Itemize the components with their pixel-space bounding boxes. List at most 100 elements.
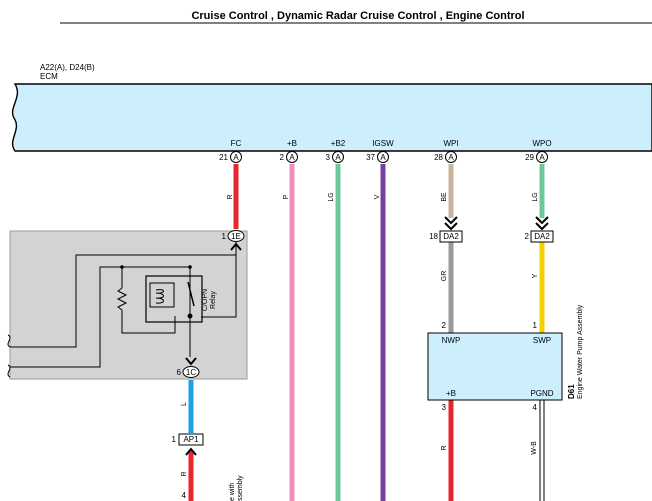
pin-circle-wpo <box>536 151 548 163</box>
relay-box <box>9 230 248 380</box>
wire-label-wpo: LG <box>532 192 539 201</box>
relay-contact-dot <box>187 313 193 319</box>
da2-connector-right: 2 DA2 <box>525 216 554 243</box>
resistor-icon <box>116 287 128 311</box>
da2-right-box <box>530 230 554 243</box>
pin-circle-igsw <box>377 151 389 163</box>
pump-id: D61 <box>567 384 576 399</box>
wires <box>188 164 545 501</box>
pump-pin-swp: 1 <box>533 321 538 330</box>
wire-label-pump-b: R <box>441 445 448 450</box>
relay-pin-top-num: 1 <box>222 232 227 241</box>
relay-pin-bottom-num: 6 <box>177 368 182 377</box>
relay-pin-bottom-conn: 1C <box>186 368 196 377</box>
pump-term-b: +B <box>446 389 456 398</box>
pin-signal-b: +B <box>287 139 297 148</box>
pin-circle-fc <box>230 151 242 163</box>
junction-dot-left <box>120 265 124 269</box>
pump-box <box>427 332 563 401</box>
relay-pin-top: 1 1E <box>222 230 245 251</box>
relay-pin-bottom: 6 1C <box>177 357 200 378</box>
pin-num-b2: 3 <box>326 153 331 162</box>
pump-term-swp: SWP <box>533 336 551 345</box>
pin-circle-wpi <box>445 151 457 163</box>
pin-conn-b2: A <box>335 153 341 162</box>
wire-label-l: L <box>181 402 188 406</box>
relay-label-1: C/OPN <box>202 289 209 311</box>
relay-body <box>145 275 203 323</box>
wire-labels: R P LG V BE LG GR Y R W-B L R <box>181 192 539 477</box>
pin-num-wpi: 28 <box>434 153 443 162</box>
relay-switch <box>187 281 195 307</box>
break-mark-lower <box>7 364 11 378</box>
pin-signal-b2: +B2 <box>331 139 346 148</box>
relay-pin-top-conn: 1E <box>231 232 241 241</box>
pump-pin-pgnd: 4 <box>533 403 538 412</box>
chevron-icon <box>444 216 458 225</box>
relay-coil-box <box>149 282 175 308</box>
da2-left-conn: DA2 <box>443 232 459 241</box>
wire-label-b2: LG <box>328 192 335 201</box>
wire-label-gr: GR <box>441 271 448 282</box>
chevron-up-icon <box>185 447 197 456</box>
wire-label-igsw: V <box>374 194 381 199</box>
wire-label-wpi: BE <box>441 192 448 202</box>
relay-circuit <box>7 242 237 378</box>
wire-label-fc: R <box>227 194 234 199</box>
pump-term-pgnd: PGND <box>530 389 553 398</box>
pin-num-wpo: 29 <box>525 153 534 162</box>
pin-signal-igsw: IGSW <box>372 139 394 148</box>
wire-label-lower-r: R <box>181 471 188 476</box>
relay-pin-bottom-oval <box>182 366 200 378</box>
wire-label-b: P <box>283 194 290 199</box>
relay-pin-top-oval <box>227 230 245 242</box>
diagram-title: Cruise Control , Dynamic Radar Cruise Co… <box>191 10 524 22</box>
chevron-icon <box>444 222 458 231</box>
chevron-up-icon <box>230 242 242 251</box>
pump-term-nwp: NWP <box>442 336 461 345</box>
da2-connector-left: 18 DA2 <box>429 216 463 243</box>
chevron-icon <box>535 222 549 231</box>
junction-dot-right <box>188 265 192 269</box>
da2-right-num: 2 <box>525 232 530 241</box>
ecm-box <box>11 83 652 152</box>
pump-name: Engine Water Pump Assembly <box>577 304 584 399</box>
da2-right-conn: DA2 <box>534 232 550 241</box>
pump-pin-nwp: 2 <box>442 321 447 330</box>
water-pump-assembly: 2 1 NWP SWP +B PGND 3 4 D61 Engine Water… <box>427 304 584 412</box>
da2-left-box <box>439 230 463 243</box>
ecm-pins: FC 21 A +B 2 A +B2 3 A IGSW 37 A WPI 28 … <box>219 139 552 163</box>
wire-label-pgnd: W-B <box>531 441 538 455</box>
pin-conn-igsw: A <box>380 153 386 162</box>
pin-conn-b: A <box>289 153 295 162</box>
ap1-conn: AP1 <box>183 435 199 444</box>
pin-signal-wpo: WPO <box>532 139 551 148</box>
relay-wire-inner <box>10 266 191 368</box>
lower-pin-num: 4 <box>182 491 187 500</box>
pin-num-igsw: 37 <box>366 153 375 162</box>
ap1-box <box>178 433 204 446</box>
pin-circle-b2 <box>332 151 344 163</box>
pin-num-fc: 21 <box>219 153 228 162</box>
chevron-down-icon <box>185 357 197 366</box>
wire-label-y: Y <box>532 273 539 278</box>
pin-circle-b <box>286 151 298 163</box>
da2-left-num: 18 <box>429 232 438 241</box>
coil-icon <box>155 289 164 304</box>
pin-signal-wpi: WPI <box>443 139 458 148</box>
relay-wire-right <box>201 255 237 318</box>
pin-conn-wpo: A <box>539 153 545 162</box>
pin-conn-wpi: A <box>448 153 454 162</box>
pin-num-b: 2 <box>280 153 285 162</box>
relay-wire-outer <box>10 242 237 348</box>
chevron-icon <box>535 216 549 225</box>
junction-ap1: 1 AP1 4 e with ssembly <box>172 433 244 501</box>
ecm-name: ECM <box>40 72 58 81</box>
pin-conn-fc: A <box>233 153 239 162</box>
ecm-connectors: A22(A), D24(B) <box>40 63 95 72</box>
pin-signal-fc: FC <box>231 139 242 148</box>
relay-wire-resistor-bottom <box>121 310 176 334</box>
break-mark-upper <box>7 334 11 348</box>
pump-pin-b: 3 <box>442 403 447 412</box>
